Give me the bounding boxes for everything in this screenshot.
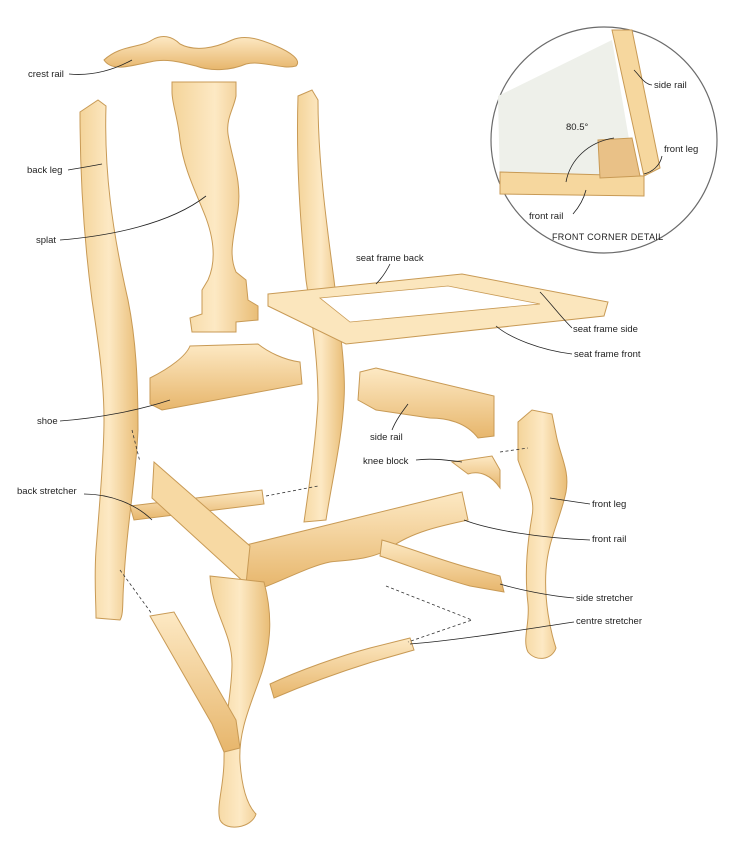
left-side-rail-part bbox=[151, 460, 251, 586]
detail-front-leg bbox=[597, 137, 641, 179]
guide-line-3 bbox=[119, 569, 153, 615]
detail-front-leg-label: front leg bbox=[664, 144, 698, 155]
detail-side-rail-label: side rail bbox=[654, 80, 687, 91]
back-lower-stretcher-part bbox=[149, 611, 241, 753]
front-rail-part bbox=[241, 491, 469, 589]
label-side-rail: side rail bbox=[370, 432, 403, 443]
front-corner-detail: 80.5° side rail front leg front rail FRO… bbox=[490, 26, 718, 254]
label-front-leg: front leg bbox=[592, 499, 626, 510]
guide-line-4 bbox=[385, 585, 474, 643]
label-crest-rail: crest rail bbox=[28, 69, 64, 80]
label-seat-frame-front: seat frame front bbox=[574, 349, 641, 360]
label-back-leg: back leg bbox=[27, 165, 62, 176]
label-back-stretcher: back stretcher bbox=[17, 486, 77, 497]
seat-frame-opening bbox=[318, 285, 541, 323]
knee-block-part bbox=[450, 455, 501, 490]
label-splat: splat bbox=[36, 235, 56, 246]
label-seat-frame-back: seat frame back bbox=[356, 253, 424, 264]
centre-stretcher-part bbox=[269, 637, 415, 699]
part-labels: crest rail back leg splat shoe back stre… bbox=[17, 59, 642, 645]
detail-title: FRONT CORNER DETAIL bbox=[552, 232, 663, 242]
side-stretcher-part bbox=[379, 539, 505, 593]
shoe-part bbox=[149, 343, 303, 411]
detail-angle-arc bbox=[565, 137, 615, 183]
guide-line-2 bbox=[265, 485, 319, 497]
label-shoe: shoe bbox=[37, 416, 58, 427]
front-leg-left-part bbox=[209, 575, 271, 828]
label-side-stretcher: side stretcher bbox=[576, 593, 633, 604]
splat-part bbox=[171, 81, 259, 333]
guide-line-5 bbox=[499, 447, 529, 453]
label-knee-block: knee block bbox=[363, 456, 409, 467]
back-leg-left-part bbox=[79, 99, 139, 621]
label-seat-frame-side: seat frame side bbox=[573, 324, 638, 335]
side-rail-part bbox=[357, 367, 495, 439]
detail-side-rail bbox=[611, 29, 661, 177]
crest-rail-part bbox=[103, 36, 298, 71]
detail-front-rail-label: front rail bbox=[529, 211, 563, 222]
label-front-rail: front rail bbox=[592, 534, 626, 545]
label-centre-stretcher: centre stretcher bbox=[576, 616, 642, 627]
detail-angle-label: 80.5° bbox=[566, 122, 588, 133]
front-leg-part bbox=[517, 409, 568, 659]
